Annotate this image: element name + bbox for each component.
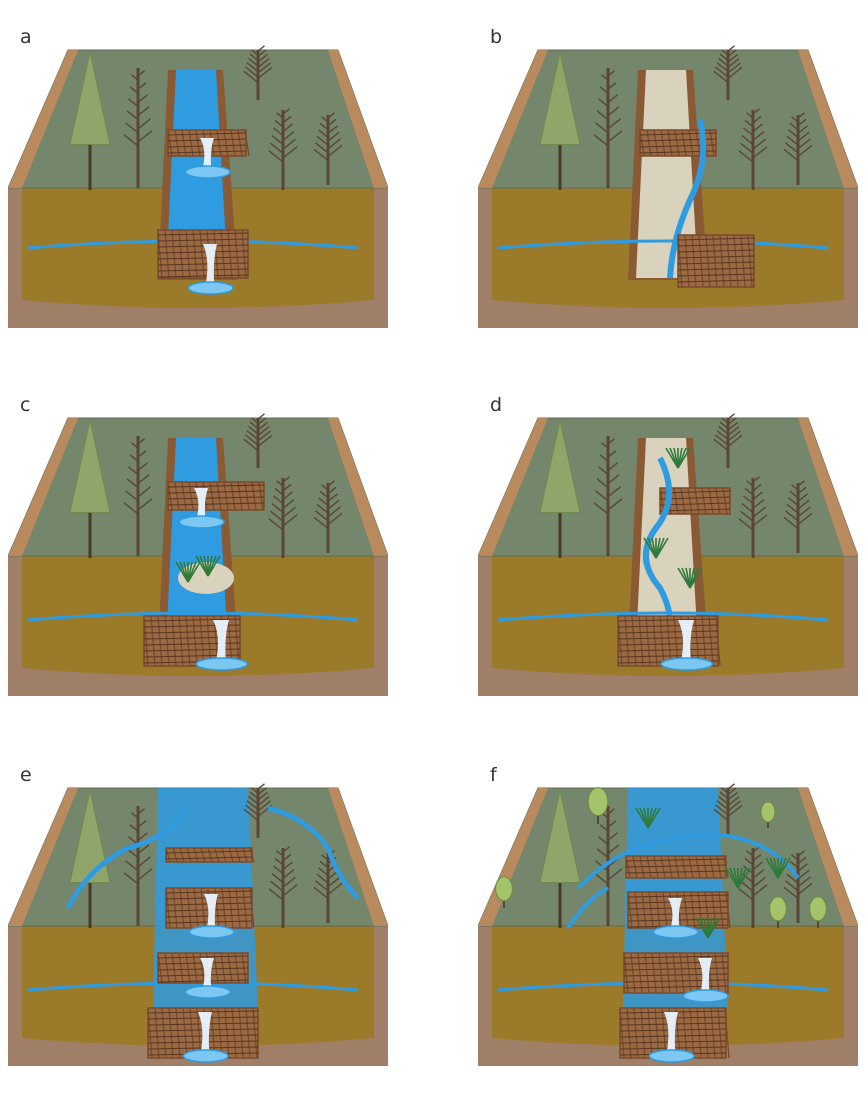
beaver-dam-lower	[618, 616, 720, 666]
panel-e: e	[8, 768, 388, 1098]
beaver-dam-lower	[158, 230, 248, 278]
panel-c-diagram	[8, 398, 388, 728]
panel-a: a	[8, 30, 388, 360]
panel-label: b	[490, 26, 502, 48]
panel-d-diagram	[478, 398, 858, 728]
panel-e-diagram	[8, 768, 388, 1098]
panel-label: c	[20, 394, 30, 416]
panel-d: d	[478, 398, 858, 728]
panel-c: c	[8, 398, 388, 728]
panel-label: e	[20, 764, 32, 786]
beaver-dam	[626, 856, 728, 878]
panel-b-diagram	[478, 30, 858, 360]
panel-label: d	[490, 394, 502, 416]
beaver-dam-lower	[678, 235, 754, 287]
beaver-dam	[158, 953, 248, 983]
panel-a-diagram	[8, 30, 388, 360]
panel-label: a	[20, 26, 32, 48]
panel-label: f	[490, 764, 497, 786]
panel-b: b	[478, 30, 858, 360]
panel-f: f	[478, 768, 858, 1098]
panel-f-diagram	[478, 768, 858, 1098]
beaver-dam	[166, 848, 254, 862]
beaver-dam	[624, 953, 728, 993]
beaver-dam-upper	[168, 482, 264, 510]
